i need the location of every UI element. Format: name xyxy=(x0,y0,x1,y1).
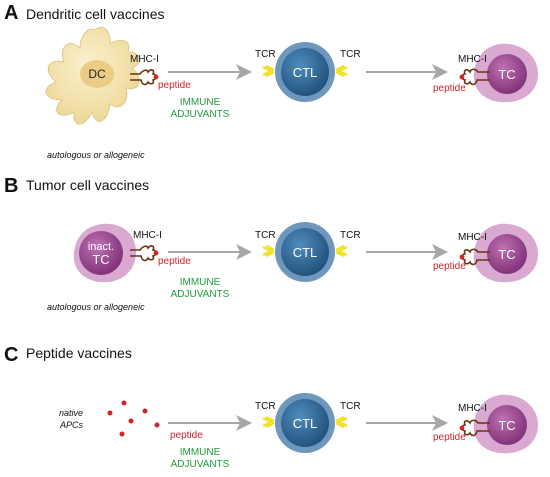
ctl-cell: CTL xyxy=(275,222,335,282)
mhc-label: MHC-I xyxy=(458,54,487,65)
panel-letter: C xyxy=(4,344,18,366)
peptide-dot xyxy=(459,254,465,260)
peptide-label: peptide xyxy=(158,256,191,267)
mhc-label: MHC-I xyxy=(458,403,487,414)
tc-label: TC xyxy=(498,418,515,433)
peptide-dot xyxy=(121,400,127,406)
dc-nucleus xyxy=(80,60,114,88)
peptide-label: peptide xyxy=(433,261,466,272)
tc-label: TC xyxy=(498,247,515,262)
tcr-icon xyxy=(335,244,348,258)
adjuvants-label: ADJUVANTS xyxy=(171,289,230,300)
peptide-label: peptide xyxy=(170,430,203,441)
peptide-dot xyxy=(142,408,148,414)
ctl-label: CTL xyxy=(293,65,318,80)
peptide-dot xyxy=(119,431,125,437)
peptide-dot xyxy=(153,74,159,80)
panel-b: B Tumor cell vaccines inact. TC MHC-I pe… xyxy=(4,175,538,312)
peptide-label: peptide xyxy=(158,80,191,91)
mhc-label: MHC-I xyxy=(133,230,162,241)
inactivated-tumor-cell: inact. TC xyxy=(73,223,136,283)
peptide-dot xyxy=(128,418,134,424)
immune-label: IMMUNE xyxy=(180,277,221,288)
tumor-cell: TC xyxy=(473,43,538,103)
tcr-label: TCR xyxy=(340,49,361,60)
panel-letter: B xyxy=(4,175,18,197)
mhc-label: MHC-I xyxy=(130,54,159,65)
ctl-cell: CTL xyxy=(275,393,335,453)
tcr-icon xyxy=(262,244,275,258)
source-note: autologous or allogeneic xyxy=(47,150,145,160)
ctl-core xyxy=(281,228,329,276)
ctl-core xyxy=(281,48,329,96)
tcr-label: TCR xyxy=(340,401,361,412)
apcs-label: APCs xyxy=(59,420,84,430)
dc-label: DC xyxy=(88,67,106,81)
tcr-icon xyxy=(335,64,348,78)
tcr-icon xyxy=(335,415,348,429)
panel-title: Dendritic cell vaccines xyxy=(26,6,165,22)
panel-a: A Dendritic cell vaccines DC MHC-I pepti… xyxy=(4,2,538,160)
panel-c: C Peptide vaccines native APCs peptide I… xyxy=(4,344,538,470)
peptide-dot xyxy=(459,74,465,80)
tcr-label: TCR xyxy=(255,49,276,60)
panel-letter: A xyxy=(4,2,18,24)
tumor-cell-core xyxy=(487,54,527,94)
peptide-label: peptide xyxy=(433,83,466,94)
tcr-icon xyxy=(262,64,275,78)
tumor-cell-core xyxy=(487,234,527,274)
dendritic-cell: DC xyxy=(45,27,141,125)
tcr-label: TCR xyxy=(340,230,361,241)
peptide-cluster xyxy=(107,400,160,437)
panel-title: Tumor cell vaccines xyxy=(26,177,149,193)
ctl-core xyxy=(281,399,329,447)
tcr-icon xyxy=(262,415,275,429)
tumor-cell: TC xyxy=(473,394,538,454)
peptide-dot xyxy=(107,410,113,416)
peptide-dot xyxy=(459,425,465,431)
native-label: native xyxy=(59,408,83,418)
tcr-label: TCR xyxy=(255,401,276,412)
tumor-cell-core xyxy=(487,405,527,445)
tumor-cell: TC xyxy=(473,223,538,283)
adjuvants-label: ADJUVANTS xyxy=(171,459,230,470)
peptide-dot xyxy=(153,250,159,256)
inact-label: inact. xyxy=(88,241,114,253)
immune-label: IMMUNE xyxy=(180,447,221,458)
tcr-label: TCR xyxy=(255,230,276,241)
inact-tc-label: TC xyxy=(92,252,109,267)
immune-label: IMMUNE xyxy=(180,97,221,108)
source-note: autologous or allogeneic xyxy=(47,302,145,312)
ctl-label: CTL xyxy=(293,245,318,260)
peptide-label: peptide xyxy=(433,432,466,443)
ctl-cell: CTL xyxy=(275,42,335,102)
peptide-dot xyxy=(154,422,160,428)
adjuvants-label: ADJUVANTS xyxy=(171,109,230,120)
panel-title: Peptide vaccines xyxy=(26,345,132,361)
mhc-label: MHC-I xyxy=(458,232,487,243)
inactivated-tumor-cell-core xyxy=(79,231,123,275)
ctl-label: CTL xyxy=(293,416,318,431)
tc-label: TC xyxy=(498,67,515,82)
